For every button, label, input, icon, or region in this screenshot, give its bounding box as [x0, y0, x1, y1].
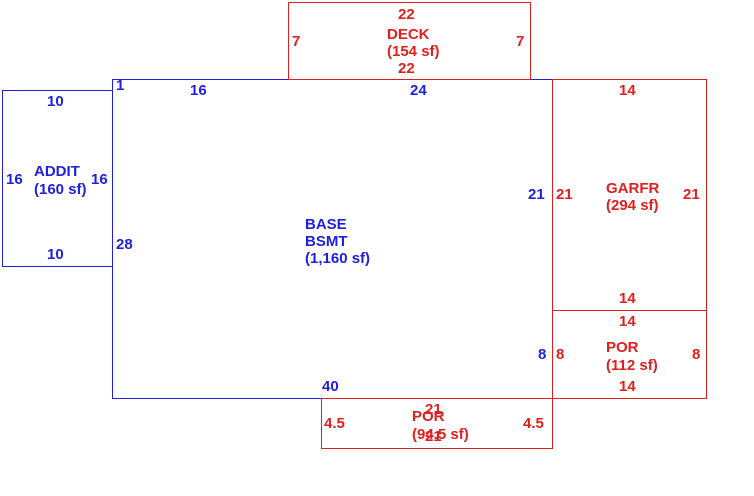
deck-right-dim: 7 — [516, 33, 525, 50]
addit-top-dim: 10 — [47, 93, 64, 110]
deck-name: DECK — [387, 26, 430, 43]
addit-right-dim: 16 — [91, 171, 108, 188]
base-top-left-dim: 16 — [190, 82, 207, 99]
base-left-dim: 28 — [116, 236, 133, 253]
deck-area: (154 sf) — [387, 43, 440, 60]
por-right-area: (112 sf) — [606, 357, 658, 374]
por-right-left-dim: 8 — [556, 346, 565, 363]
garfr-top-dim: 14 — [619, 82, 636, 99]
base-bottom-dim: 40 — [322, 378, 339, 395]
base-name-line2: BSMT — [305, 233, 348, 250]
por-right-right-dim: 8 — [692, 346, 701, 363]
por-bottom-name: POR — [412, 408, 445, 425]
deck-bottom-dim: 22 — [398, 60, 415, 77]
por-bottom-bottom-dim: 21 — [425, 428, 442, 445]
base-name-line1: BASE — [305, 216, 347, 233]
garfr-bottom-dim: 14 — [619, 290, 636, 307]
garfr-left-dim: 21 — [556, 186, 573, 203]
por-right-top-dim: 14 — [619, 313, 636, 330]
por-bottom-right-dim: 4.5 — [523, 415, 544, 432]
base-corner-dim: 1 — [116, 77, 125, 94]
base-top-right-dim: 24 — [410, 82, 427, 99]
addit-bottom-dim: 10 — [47, 246, 64, 263]
deck-outline — [288, 2, 531, 80]
deck-top-dim: 22 — [398, 6, 415, 23]
por-right-name: POR — [606, 339, 639, 356]
deck-left-dim: 7 — [292, 33, 301, 50]
por-bottom-left-dim: 4.5 — [324, 415, 345, 432]
base-right-upper-dim: 21 — [528, 186, 545, 203]
por-bottom-area: (94.5 sf) — [412, 426, 469, 443]
garfr-area: (294 sf) — [606, 197, 659, 214]
base-area: (1,160 sf) — [305, 250, 371, 267]
garfr-name: GARFR — [606, 180, 660, 197]
addit-name: ADDIT — [34, 163, 80, 180]
addit-area: (160 sf) — [34, 181, 87, 198]
garfr-right-dim: 21 — [683, 186, 700, 203]
por-right-bottom-dim: 14 — [619, 378, 636, 395]
por-right-outline — [552, 310, 707, 399]
addit-outline — [2, 90, 113, 267]
por-bottom-top-dim: 21 — [425, 401, 442, 418]
por-bottom-outline — [321, 398, 553, 449]
base-right-lower-dim: 8 — [538, 346, 547, 363]
addit-left-dim: 16 — [6, 171, 23, 188]
